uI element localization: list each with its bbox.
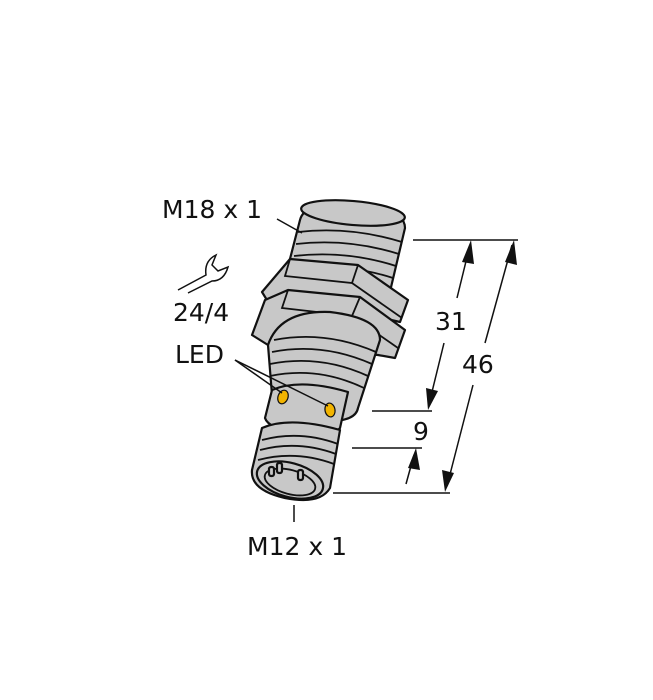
sensor-body (250, 199, 410, 502)
label-led: LED (175, 340, 224, 369)
dim-upper-length: 31 (435, 307, 467, 336)
connector-pins (267, 461, 305, 482)
led-indicator-left (277, 389, 289, 405)
wrench-icon (177, 253, 230, 294)
label-thread-bottom: M12 x 1 (247, 532, 347, 561)
dim-connector-length: 9 (413, 417, 429, 446)
dimension-lines (333, 239, 518, 494)
label-thread-top: M18 x 1 (162, 195, 262, 224)
leader-lines (234, 218, 329, 522)
dim-total-length: 46 (462, 350, 494, 379)
label-wrench-size: 24/4 (173, 298, 229, 327)
m12-connector (250, 421, 342, 502)
